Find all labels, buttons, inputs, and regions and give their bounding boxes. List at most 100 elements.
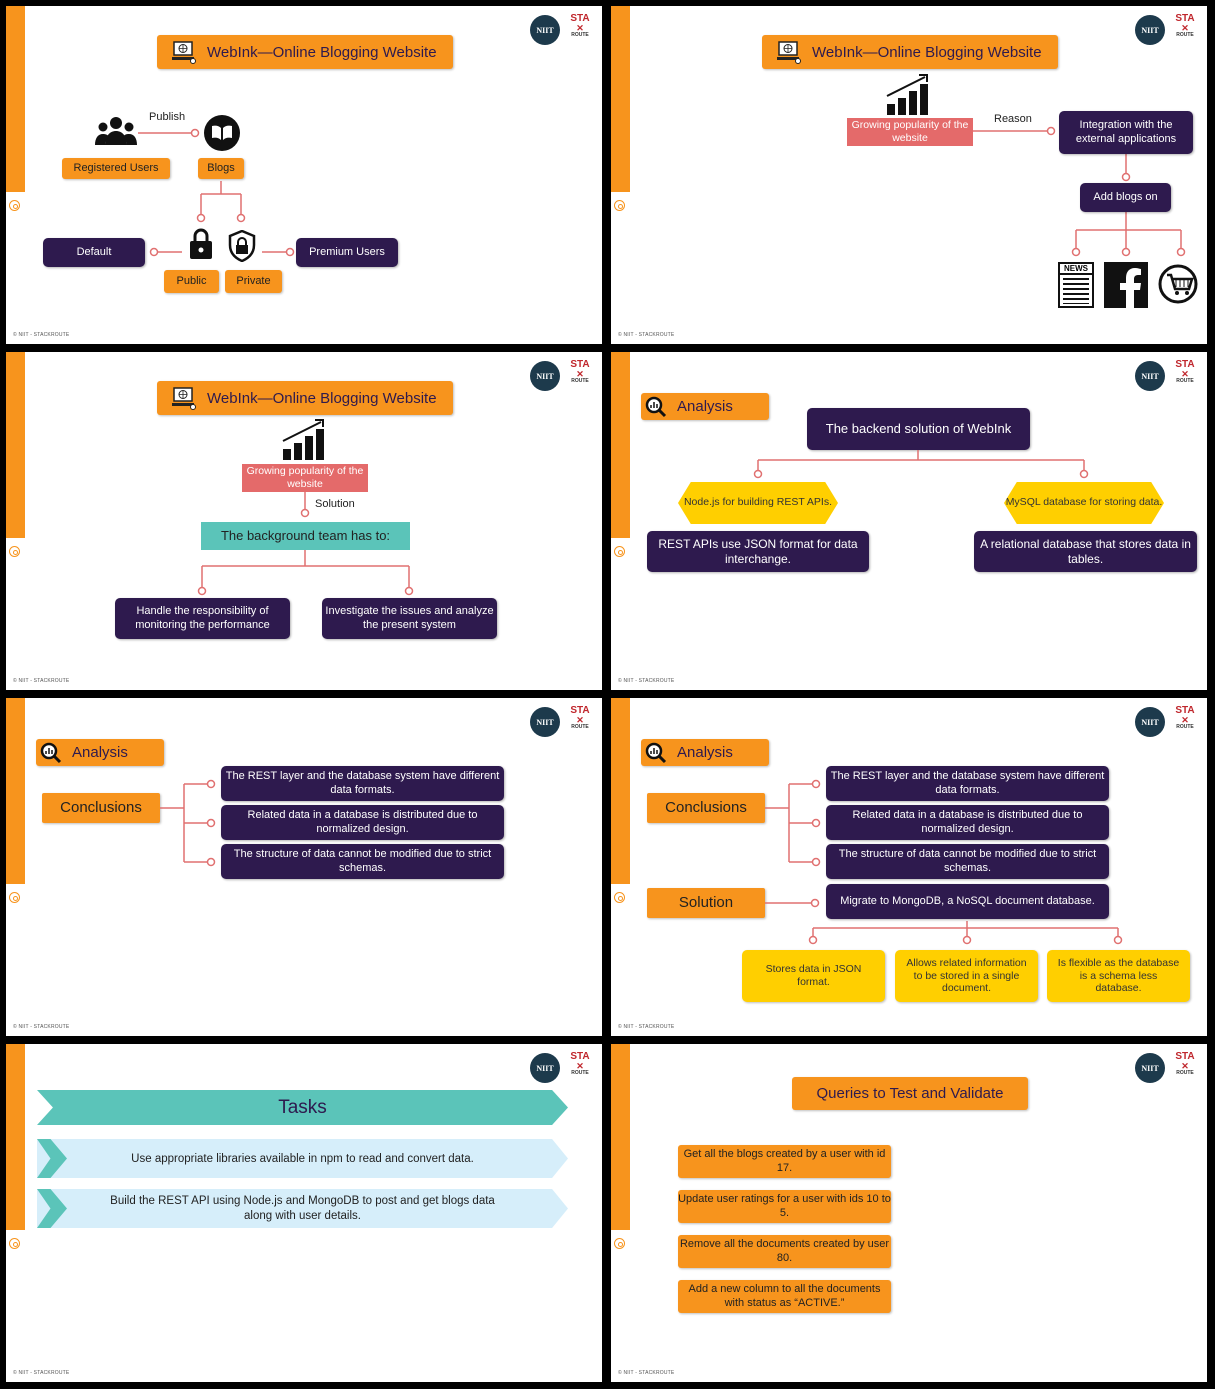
connector-lines bbox=[138, 128, 295, 257]
connector-lines bbox=[160, 779, 216, 867]
facebook-icon bbox=[1104, 262, 1148, 308]
task-item-text: Use appropriate libraries available in n… bbox=[131, 1152, 474, 1165]
migrate-mongodb-box: Migrate to MongoDB, a NoSQL document dat… bbox=[826, 884, 1109, 919]
conclusions-box: Conclusions bbox=[647, 793, 765, 823]
logo-sta: STA bbox=[570, 705, 590, 716]
sidebar-accent bbox=[611, 6, 630, 192]
conclusions-box: Conclusions bbox=[42, 793, 160, 823]
slide-title-text: WebInk—Online Blogging Website bbox=[812, 43, 1042, 61]
growth-chart-icon bbox=[886, 74, 928, 115]
connector-lines bbox=[973, 126, 1186, 257]
analysis-label: Analysis bbox=[72, 744, 128, 761]
slide-1: NIIT STA✕ROUTE WebInk—Online Blogging We… bbox=[6, 6, 602, 344]
slide-title: WebInk—Online Blogging Website bbox=[762, 35, 1058, 69]
footer: © NIIT - STACKROUTE bbox=[618, 1370, 675, 1376]
analysis-header: Analysis bbox=[641, 739, 769, 766]
logo-sta: STA bbox=[1175, 1051, 1195, 1062]
shield-lock-icon bbox=[228, 230, 256, 262]
slide-marker-icon bbox=[9, 1238, 20, 1249]
niit-logo: NIIT bbox=[1135, 1053, 1165, 1083]
niit-logo: NIIT bbox=[530, 361, 560, 391]
slide-marker-icon bbox=[9, 892, 20, 903]
task-item-text: Build the REST API using Node.js and Mon… bbox=[110, 1195, 495, 1222]
mysql-hex: MySQL database for storing data. bbox=[1004, 482, 1164, 524]
blogs-box: Blogs bbox=[198, 158, 244, 179]
stackroute-logo: STA✕ROUTE bbox=[1175, 1052, 1195, 1077]
slide-7: NIIT STA✕ROUTE Tasks Use appropriate lib… bbox=[6, 1044, 602, 1382]
slide-marker-icon bbox=[614, 892, 625, 903]
logo-x-icon: ✕ bbox=[576, 23, 584, 33]
slide-6: NIIT STA✕ROUTE Analysis Conclusions Solu… bbox=[611, 698, 1207, 1036]
conclusion-item: Related data in a database is distribute… bbox=[826, 805, 1109, 840]
footer: © NIIT - STACKROUTE bbox=[13, 332, 70, 338]
conclusion-item: The REST layer and the database system h… bbox=[826, 766, 1109, 801]
stackroute-logo: STA✕ROUTE bbox=[1175, 14, 1195, 39]
magnifier-chart-icon bbox=[40, 742, 62, 764]
add-blogs-box: Add blogs on bbox=[1080, 183, 1171, 212]
book-icon bbox=[204, 115, 240, 151]
footer: © NIIT - STACKROUTE bbox=[13, 678, 70, 684]
sidebar-accent bbox=[6, 698, 25, 884]
news-icon: NEWS bbox=[1058, 262, 1094, 308]
slide-marker-icon bbox=[614, 546, 625, 557]
stackroute-logo: STA✕ROUTE bbox=[1175, 706, 1195, 731]
logo-sta: STA bbox=[570, 13, 590, 24]
background-team-box: The background team has to: bbox=[201, 522, 410, 550]
logo-x-icon: ✕ bbox=[1181, 715, 1189, 725]
premium-users-box: Premium Users bbox=[296, 238, 398, 267]
logo-x-icon: ✕ bbox=[1181, 23, 1189, 33]
solution-box: Solution bbox=[647, 888, 765, 918]
investigate-issues-box: Investigate the issues and analyze the p… bbox=[322, 598, 497, 639]
niit-logo: NIIT bbox=[530, 15, 560, 45]
news-lines bbox=[1063, 278, 1089, 304]
computer-globe-icon bbox=[777, 41, 801, 64]
slide-title-text: WebInk—Online Blogging Website bbox=[207, 389, 437, 407]
benefit-item: Stores data in JSON format. bbox=[742, 950, 885, 1002]
footer: © NIIT - STACKROUTE bbox=[13, 1024, 70, 1030]
computer-globe-icon bbox=[172, 387, 196, 410]
logo-route: ROUTE bbox=[571, 724, 589, 730]
sidebar-accent bbox=[6, 1044, 25, 1230]
niit-logo: NIIT bbox=[530, 1053, 560, 1083]
footer: © NIIT - STACKROUTE bbox=[618, 332, 675, 338]
reason-label: Reason bbox=[994, 113, 1032, 125]
logo-sta: STA bbox=[570, 359, 590, 370]
conclusion-item: Related data in a database is distribute… bbox=[221, 805, 504, 840]
queries-title: Queries to Test and Validate bbox=[792, 1077, 1028, 1110]
nodejs-hex: Node.js for building REST APIs. bbox=[678, 482, 838, 524]
analysis-header: Analysis bbox=[36, 739, 164, 766]
sidebar-accent bbox=[6, 352, 25, 538]
logo-x-icon: ✕ bbox=[576, 1061, 584, 1071]
relational-db-box: A relational database that stores data i… bbox=[974, 531, 1197, 572]
stackroute-logo: STA✕ROUTE bbox=[570, 706, 590, 731]
connector-lines bbox=[765, 779, 1123, 945]
news-icon-label: NEWS bbox=[1060, 264, 1092, 275]
query-item: Update user ratings for a user with ids … bbox=[678, 1190, 891, 1223]
slide-4: NIIT STA✕ROUTE Analysis The backend solu… bbox=[611, 352, 1207, 690]
logo-x-icon: ✕ bbox=[576, 715, 584, 725]
logo-route: ROUTE bbox=[571, 32, 589, 38]
public-box: Public bbox=[164, 270, 219, 293]
benefit-item: Allows related information to be stored … bbox=[895, 950, 1038, 1002]
slide-marker-icon bbox=[614, 1238, 625, 1249]
niit-logo: NIIT bbox=[1135, 707, 1165, 737]
footer: © NIIT - STACKROUTE bbox=[618, 1024, 675, 1030]
footer: © NIIT - STACKROUTE bbox=[618, 678, 675, 684]
slide-marker-icon bbox=[614, 200, 625, 211]
sidebar-accent bbox=[611, 1044, 630, 1230]
logo-route: ROUTE bbox=[1176, 724, 1194, 730]
shopping-cart-icon bbox=[1158, 264, 1198, 304]
benefit-item: Is flexible as the database is a schema … bbox=[1047, 950, 1190, 1002]
connector-lines bbox=[197, 492, 414, 596]
logo-sta: STA bbox=[1175, 705, 1195, 716]
analysis-header: Analysis bbox=[641, 393, 769, 420]
niit-logo: NIIT bbox=[530, 707, 560, 737]
growing-popularity-box: Growing popularity of the website bbox=[847, 118, 973, 146]
growing-popularity-box: Growing popularity of the website bbox=[242, 464, 368, 492]
growth-chart-icon bbox=[282, 419, 324, 460]
publish-label: Publish bbox=[149, 111, 186, 123]
logo-x-icon: ✕ bbox=[1181, 1061, 1189, 1071]
slide-title-text: WebInk—Online Blogging Website bbox=[207, 43, 437, 61]
logo-x-icon: ✕ bbox=[1181, 369, 1189, 379]
conclusion-item: The REST layer and the database system h… bbox=[221, 766, 504, 801]
